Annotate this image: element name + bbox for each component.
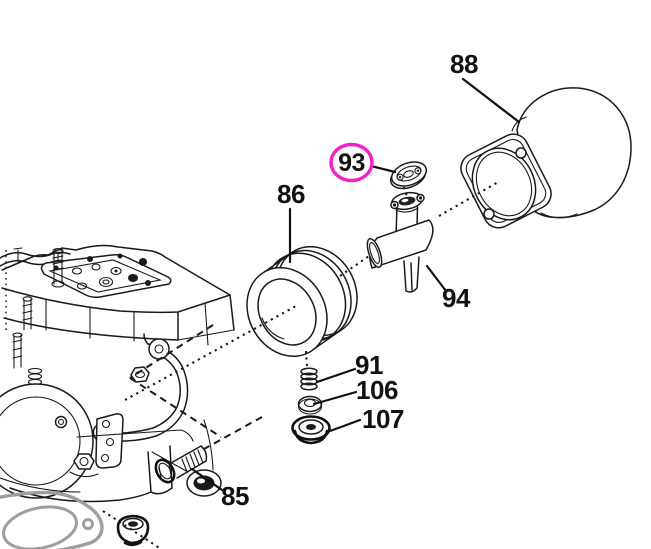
flange-bolt-drawing: [154, 445, 208, 484]
leader-94: [425, 264, 448, 293]
part-label-94[interactable]: 94: [442, 283, 471, 313]
part-label-88[interactable]: 88: [450, 49, 478, 79]
leader-91: [315, 367, 357, 384]
washer-drawing: [297, 395, 323, 415]
base-gasket-drawing: [0, 490, 104, 549]
leader-107: [328, 418, 362, 433]
mounting-collar-drawing: [246, 246, 358, 357]
part-label-86[interactable]: 86: [277, 179, 305, 209]
leader-88: [461, 77, 521, 124]
part-callouts: 88 93 86 94 91 106 107 85: [221, 49, 478, 511]
highlight-circle-93[interactable]: [329, 142, 374, 183]
part-label-91[interactable]: 91: [355, 350, 383, 380]
cup-plug-drawing: [116, 514, 150, 547]
tee-pipe-drawing: [366, 191, 434, 293]
leader-lines: [190, 77, 521, 492]
dotted-center-axes: [102, 180, 501, 549]
air-intake-flange-drawing: [460, 87, 632, 229]
dashed-assembly-lines: [129, 324, 263, 450]
leader-93: [369, 164, 397, 174]
leader-85: [190, 467, 224, 492]
cap-drawing: [291, 415, 331, 445]
small-gasket-drawing: [389, 161, 428, 190]
part-label-93[interactable]: 93: [338, 149, 365, 177]
part-label-85[interactable]: 85: [221, 481, 249, 511]
part-label-106[interactable]: 106: [356, 375, 398, 405]
part-label-107[interactable]: 107: [362, 404, 404, 434]
carburetor-body-drawing: [0, 244, 235, 503]
spring-drawing: [300, 367, 318, 391]
leader-106: [312, 390, 358, 406]
